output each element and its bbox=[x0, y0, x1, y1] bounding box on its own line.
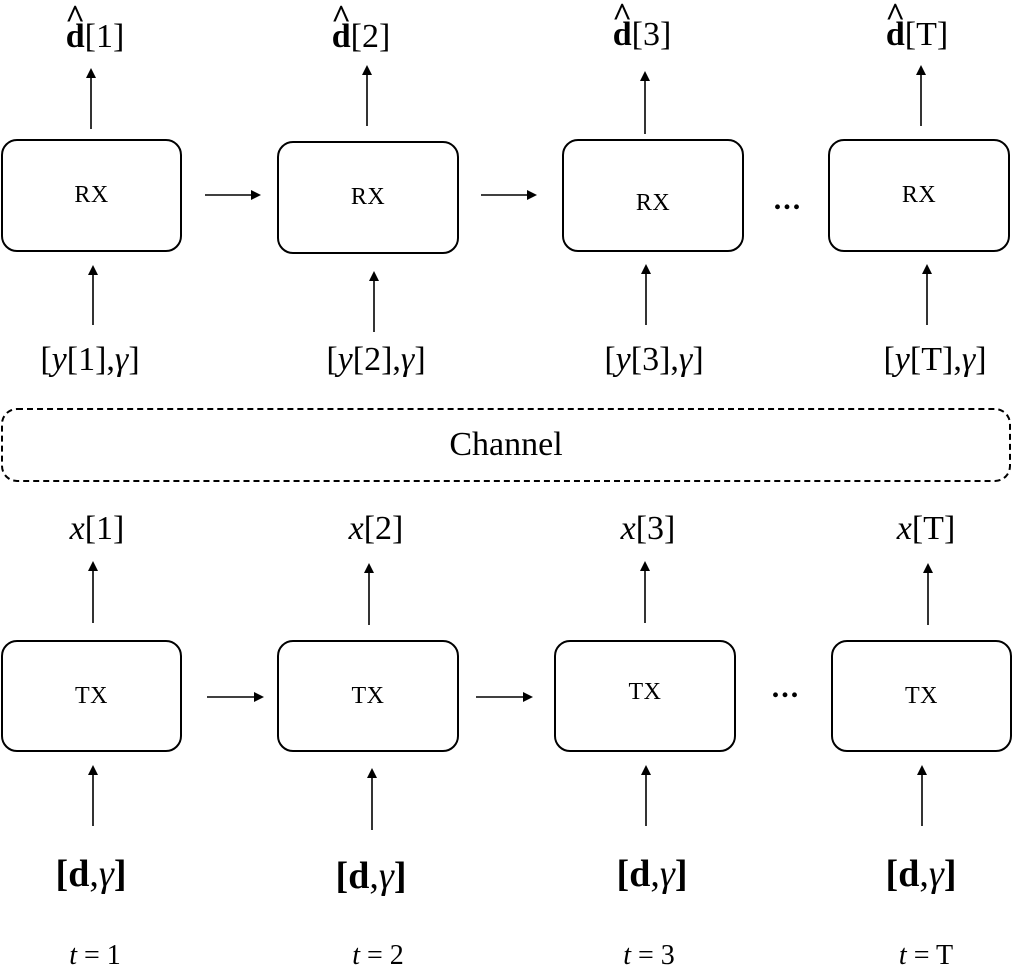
d-hat-symbol: d^ bbox=[885, 0, 906, 53]
rx1-input-label: [y[1],γ] bbox=[40, 341, 140, 378]
tx-ellipsis: ... bbox=[771, 671, 801, 704]
tx-block-2: TX bbox=[277, 640, 459, 752]
tx3-input-label: [d,γ] bbox=[616, 853, 688, 895]
rx1-output-label: d^[1] bbox=[65, 0, 125, 55]
rx-block-1: RX bbox=[1, 139, 182, 252]
tx2-input-label: [d,γ] bbox=[335, 855, 407, 897]
tx-label: TX bbox=[351, 682, 385, 709]
rx-ellipsis: ... bbox=[773, 183, 803, 216]
tx-label: TX bbox=[75, 682, 108, 709]
d-hat-symbol: d^ bbox=[612, 0, 633, 53]
tx1-output-label: x[1] bbox=[69, 510, 125, 547]
time-label-2: t = 2 bbox=[352, 940, 404, 971]
d-hat-symbol: d^ bbox=[65, 0, 86, 55]
tx4-output-label: x[T] bbox=[896, 510, 956, 547]
rx3-input-label: [y[3],γ] bbox=[604, 341, 704, 378]
rx-label: RX bbox=[635, 190, 671, 216]
time-label-1: t = 1 bbox=[69, 940, 121, 971]
rx3-output-label: d^[3] bbox=[612, 0, 672, 53]
tx1-input-label: [d,γ] bbox=[55, 853, 127, 895]
d-hat-symbol: d^ bbox=[331, 0, 352, 55]
rx2-input-label: [y[2],γ] bbox=[326, 341, 426, 378]
channel-label: Channel bbox=[449, 426, 563, 463]
rx-label: RX bbox=[901, 182, 937, 208]
tx3-output-label: x[3] bbox=[620, 510, 676, 547]
tx4-input-label: [d,γ] bbox=[885, 853, 957, 895]
rx4-input-label: [y[T],γ] bbox=[883, 341, 987, 378]
tx-block-1: TX bbox=[1, 640, 182, 752]
time-label-3: t = 3 bbox=[623, 940, 675, 971]
rx-label: RX bbox=[350, 184, 386, 210]
channel-region: Channel bbox=[1, 408, 1011, 482]
tx2-output-label: x[2] bbox=[348, 510, 404, 547]
rx-label: RX bbox=[74, 182, 109, 208]
rx2-output-label: d^[2] bbox=[331, 0, 391, 55]
rx-block-4: RX bbox=[828, 139, 1010, 252]
rx-block-3: RX bbox=[562, 139, 744, 252]
tx-block-4: TX bbox=[831, 640, 1012, 752]
rx-block-2: RX bbox=[277, 141, 459, 254]
rx4-output-label: d^[T] bbox=[885, 0, 949, 53]
tx-block-3: TX bbox=[554, 640, 736, 752]
tx-label: TX bbox=[628, 678, 662, 705]
tx-label: TX bbox=[905, 682, 938, 709]
time-label-4: t = T bbox=[898, 940, 954, 971]
